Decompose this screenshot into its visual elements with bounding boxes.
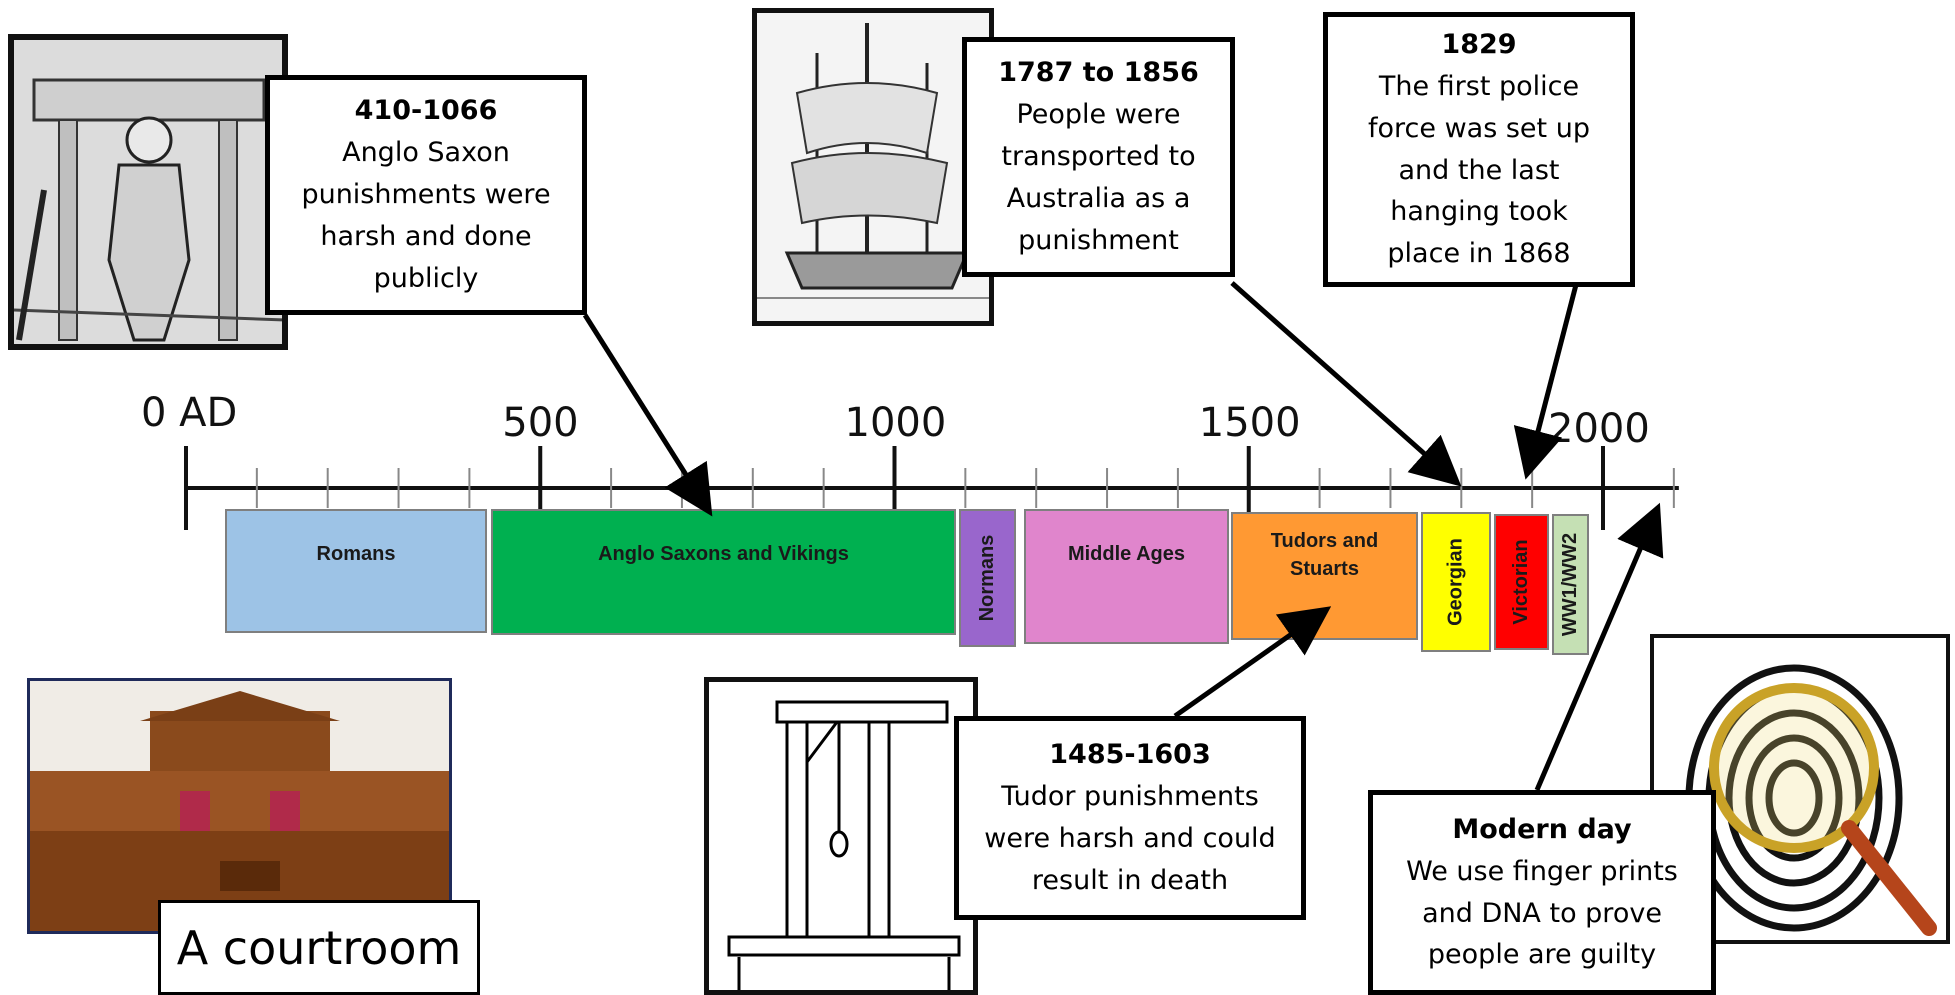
axis-tick-label: 0 AD: [141, 390, 237, 436]
pillory-icon: [14, 40, 282, 344]
axis-tick-label: 2000: [1548, 406, 1650, 452]
arrow-modern: [1534, 502, 1664, 791]
gallows-icon: [709, 682, 973, 990]
courtroom-image: [27, 678, 452, 934]
note-date: 1829: [1441, 28, 1517, 60]
note-anglo-saxon: 410-1066 Anglo Saxon punishments were ha…: [265, 75, 587, 315]
era-block: [1552, 514, 1589, 655]
fingerprint-image: [1650, 634, 1950, 944]
courtroom-caption: A courtroom: [158, 900, 480, 995]
era-block: [1494, 514, 1549, 650]
era-label: Middle Ages: [1068, 543, 1185, 565]
era-label: Tudors and: [1271, 530, 1378, 552]
era-block: [959, 509, 1016, 647]
fingerprint-icon: [1654, 638, 1946, 940]
ship-icon: [757, 13, 989, 321]
pillory-image: [8, 34, 288, 350]
era-blocks: Romans Anglo Saxons and Vikings Normans Mid…: [225, 509, 1589, 655]
gallows-image: [704, 677, 978, 995]
note-date: 1485-1603: [1049, 739, 1211, 771]
arrow-anglo-saxon: [582, 313, 713, 517]
era-block: [225, 509, 487, 633]
note-date: Modern day: [1452, 813, 1632, 845]
era-block: [491, 509, 956, 635]
era-label: Normans: [976, 535, 998, 622]
era-label: Georgian: [1444, 538, 1466, 626]
note-text: The first police force was set up and th…: [1368, 70, 1590, 270]
era-label: Anglo Saxons and Vikings: [598, 543, 849, 565]
era-label: Stuarts: [1290, 558, 1359, 580]
note-text: People were transported to Australia as …: [1001, 99, 1196, 256]
note-text: Anglo Saxon punishments were harsh and d…: [301, 137, 551, 294]
ship-image: [752, 8, 994, 326]
era-label: Victorian: [1510, 539, 1532, 624]
era-block: [1024, 509, 1229, 644]
note-date: 1787 to 1856: [998, 57, 1199, 89]
arrow-transport: [1230, 281, 1462, 487]
courtroom-icon: [30, 681, 449, 931]
era-label: Romans: [317, 543, 396, 565]
axis-tick-label: 500: [502, 400, 578, 446]
note-text: We use finger prints and DNA to prove pe…: [1406, 855, 1678, 971]
era-label: WW1/WW2: [1559, 533, 1581, 636]
timeline-axis: 0 AD 500 1000 1500 2000: [141, 390, 1679, 530]
note-modern: Modern day We use finger prints and DNA …: [1368, 790, 1716, 995]
axis-tick-label: 1500: [1199, 400, 1301, 446]
arrow-tudor: [1173, 606, 1332, 719]
note-tudor: 1485-1603 Tudor punishments were harsh a…: [954, 716, 1306, 920]
note-police: 1829 The first police force was set up a…: [1323, 12, 1635, 287]
arrows: [582, 276, 1664, 791]
era-block: [1421, 512, 1491, 652]
note-transport: 1787 to 1856 People were transported to …: [962, 37, 1235, 277]
note-date: 410-1066: [354, 95, 498, 127]
arrow-police: [1513, 276, 1581, 480]
note-text: Tudor punishments were harsh and could r…: [984, 781, 1276, 896]
axis-tick-label: 1000: [845, 400, 947, 446]
